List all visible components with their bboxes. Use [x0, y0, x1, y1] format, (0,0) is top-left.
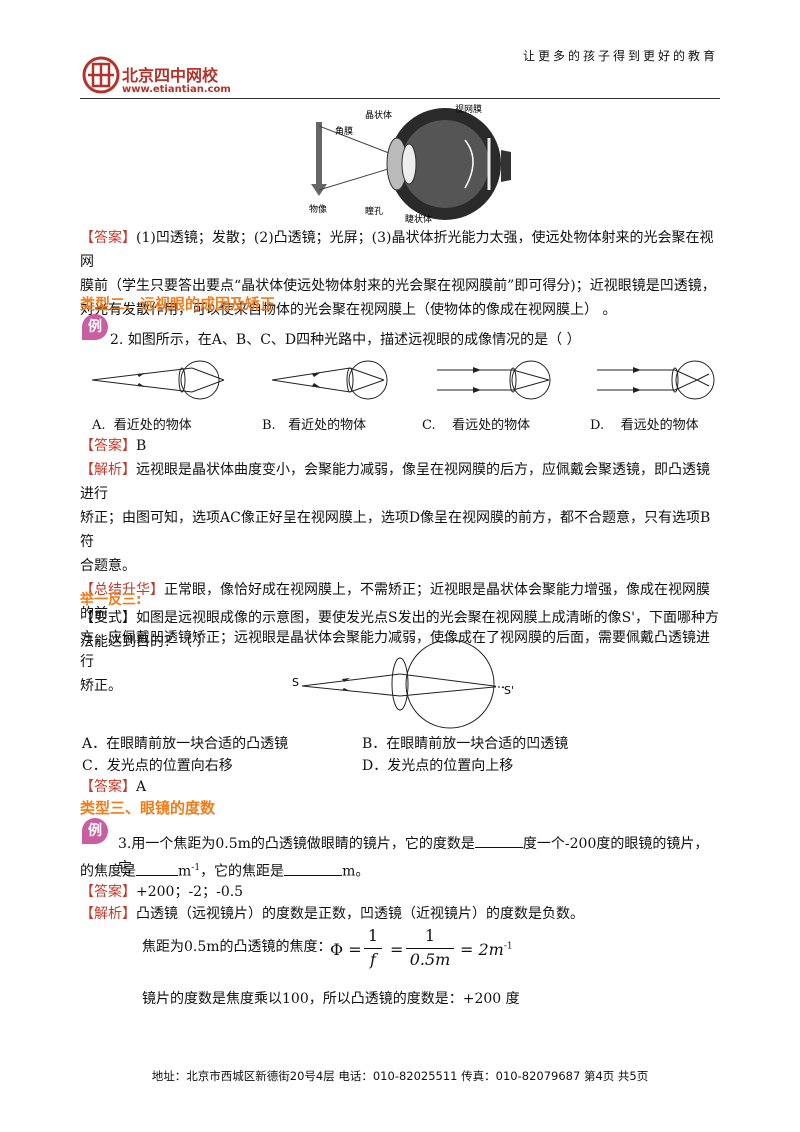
q2-answer: 【答案】B	[80, 438, 147, 454]
practice-answer: 【答案】A	[80, 779, 147, 795]
eye-anatomy-figure: 晶状体 视网膜 角膜 物像 瞳孔 睫状体	[305, 100, 515, 224]
q2-text: 2. 如图所示，在A、B、C、D四种光路中，描述远视眼的成像情况的是（ ）	[110, 332, 581, 348]
practice-option-d: D．发光点的位置向上移	[362, 758, 514, 774]
q2-option-d: D. 看远处的物体	[590, 418, 699, 433]
answer1-block: 【答案】(1)凹透镜；发散；(2)凸透镜；光屏；(3)晶状体折光能力太强，使远处…	[80, 226, 720, 322]
q3-answer: 【答案】+200；-2；-0.5	[80, 884, 244, 900]
example-badge-icon-2: 例	[82, 818, 108, 844]
hyperopia-figure: S S'	[292, 640, 514, 729]
section2-title: 类型二、远视眼的成因及矫正	[80, 295, 276, 313]
q2-analysis-line3: 合题意。	[80, 558, 136, 574]
header-slogan: 让更多的孩子得到更好的教育	[522, 49, 718, 63]
diagram-a	[92, 360, 225, 400]
eye-label-lens: 晶状体	[365, 109, 392, 121]
q2-option-b: B. 看近处的物体	[262, 418, 367, 433]
formula-label: 焦距为0.5m的凸透镜的焦度：	[142, 939, 332, 955]
school-logo-icon	[82, 56, 120, 94]
answer1-line1: 【答案】(1)凹透镜；发散；(2)凸透镜；光屏；(3)晶状体折光能力太强，使远处…	[80, 230, 714, 270]
practice-title: 举一反三:	[80, 592, 142, 608]
q3-conclusion: 镜片的度数是焦度乘以100，所以凸透镜的度数是：+200 度	[142, 991, 520, 1007]
section3-title: 类型三、眼镜的度数	[80, 799, 216, 817]
eye-label-cornea: 角膜	[335, 125, 353, 137]
answer1-line2: 膜前（学生只要答出要点“晶状体使远处物体射来的光会聚在视网膜前”即可得分)；近视…	[80, 278, 716, 294]
q2-analysis-line2: 矫正；由图可知，选项AC像正好呈在视网膜上，选项D像呈在视网膜的前方，都不合题意…	[80, 510, 711, 550]
diagram-d	[597, 360, 715, 400]
eye-label-retina: 视网膜	[455, 103, 482, 115]
example-badge-icon: 例	[82, 314, 108, 340]
answer1-line3: 对光有发散作用，可以使来自物体的光会聚在视网膜上（使物体的像成在视网膜上） 。	[80, 302, 617, 318]
point-s-label: S	[292, 676, 299, 689]
point-s-prime-label: S'	[504, 684, 514, 697]
diagram-b	[271, 360, 388, 400]
q2-option-a: A. 看近处的物体	[92, 418, 192, 433]
eye-label-pupil: 瞳孔	[365, 205, 383, 217]
practice-question: 【变式】如图是远视眼成像的示意图，要使发光点S发出的光会聚在视网膜上成清晰的像S…	[80, 610, 720, 650]
q3-line1: 3.用一个焦距为0.5m的凸透镜做眼睛的镜片，它的度数是度一个-200度的眼镜的…	[118, 832, 720, 880]
diagram-c	[437, 360, 551, 400]
q2-summary-line3: 矫正。	[80, 678, 122, 694]
eye-label-image: 物像	[309, 203, 327, 215]
q2-analysis-line1: 【解析】远视眼是晶状体曲度变小，会聚能力减弱，像呈在视网膜的后方，应佩戴会聚透镜…	[80, 462, 710, 502]
q2-summary-line1: 【总结升华】正常眼，像恰好成在视网膜上，不需矫正；近视眼是晶状体会聚能力增强，像…	[80, 582, 710, 622]
q2-summary-line2: 方，应佩戴凹透镜矫正；远视眼是晶状体会聚能力减弱，使像成在了视网膜的后面，需要佩…	[80, 630, 710, 670]
q2-answer-block: 【答案】B 【解析】远视眼是晶状体曲度变小，会聚能力减弱，像呈在视网膜的后方，应…	[80, 434, 720, 698]
eye-label-ciliary: 睫状体	[405, 213, 432, 224]
q3-analysis: 【解析】凸透镜（远视镜片）的度数是正数，凹透镜（近视镜片）的度数是负数。	[80, 906, 584, 922]
practice-option-a: A．在眼睛前放一块合适的凸透镜	[82, 736, 289, 752]
logo-text: 北京四中网校	[122, 66, 219, 85]
header-rule	[80, 98, 720, 99]
practice-option-c: C．发光点的位置向右移	[82, 758, 233, 774]
page-footer: 地址：北京市西城区新德街20号4层 电话：010-82025511 传真：010…	[151, 1069, 649, 1083]
logo-url: www.etiantian.com	[122, 84, 231, 95]
answer-tag: 【答案】	[80, 230, 136, 246]
q2-ray-diagrams	[92, 360, 715, 400]
q2-option-c: C. 看远处的物体	[422, 418, 531, 433]
practice-option-b: B．在眼睛前放一块合适的凹透镜	[362, 736, 569, 752]
